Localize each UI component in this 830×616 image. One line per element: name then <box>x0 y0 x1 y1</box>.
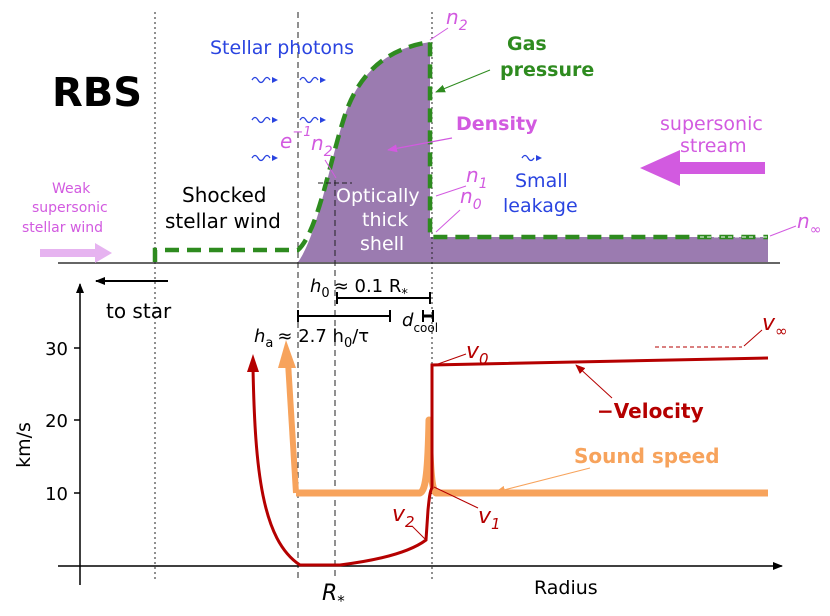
label-vinf: v∞ <box>762 311 788 340</box>
gas-pressure-curve <box>152 39 768 262</box>
label-stellar-photons: Stellar photons <box>210 37 354 59</box>
density-pointer <box>387 137 453 153</box>
label-n1: n1 <box>466 163 488 192</box>
label-e-minus-one: e−1 <box>280 125 311 153</box>
label-gas: Gas <box>507 33 547 55</box>
label-to-star: to star <box>106 299 172 323</box>
n2-top-pointer <box>429 27 449 41</box>
velocity-arrowhead <box>247 354 259 372</box>
y-tick-label-20: 20 <box>45 411 68 432</box>
label-sound-speed: Sound speed <box>574 444 720 468</box>
n0-pointer <box>435 209 461 233</box>
label-shocked: Shocked <box>182 183 266 207</box>
arrow-right-icon <box>320 77 326 83</box>
label-n-inf: n∞ <box>797 209 821 238</box>
arrow-right-icon <box>536 155 542 161</box>
label-n2-mid: n2 <box>311 131 333 160</box>
x-axis-label: Radius <box>534 577 598 599</box>
sound-speed-arrowhead <box>278 340 296 368</box>
density-shell-fill <box>155 42 768 262</box>
label-n0: n0 <box>460 184 482 213</box>
wave-icon <box>251 116 271 124</box>
arrow-right-icon <box>272 117 278 123</box>
arrow-right-icon <box>272 77 278 83</box>
label-neg-velocity: −Velocity <box>597 399 704 423</box>
photon-waves <box>251 76 535 162</box>
weak-wind-arrow-icon <box>40 243 112 263</box>
photon-arrowheads <box>272 77 542 161</box>
label-supersonic: supersonic <box>660 113 763 135</box>
v2-pointer <box>411 525 427 541</box>
neg-velocity-pointer <box>575 364 613 399</box>
label-thick: thick <box>362 209 408 231</box>
vinf-pointer <box>743 329 763 347</box>
label-small: Small <box>515 170 568 192</box>
n1-pointer <box>435 185 467 197</box>
wave-icon <box>299 76 319 84</box>
label-v2: v2 <box>392 502 415 531</box>
rstar-label: R* <box>322 581 345 610</box>
y-tick-label-30: 30 <box>45 339 68 360</box>
label-pressure: pressure <box>500 59 594 81</box>
y-axis-label: km/s <box>13 422 35 468</box>
gas-pressure-pointer <box>435 69 491 93</box>
sound-speed-rise <box>285 361 299 494</box>
label-shell: shell <box>360 233 404 255</box>
label-leakage: leakage <box>503 195 578 217</box>
wave-icon <box>251 76 271 84</box>
velocity-curve <box>251 356 769 567</box>
wave-icon <box>521 154 535 162</box>
sound-speed-pointer <box>495 467 591 494</box>
label-n2-top: n2 <box>446 5 468 34</box>
label-shocked-wind: stellar wind <box>165 209 281 233</box>
label-h0: h0≈ 0.1 R* <box>310 276 408 302</box>
label-weak-wind: stellar wind <box>22 220 103 236</box>
label-weak: Weak <box>52 181 91 197</box>
wave-icon <box>251 154 271 162</box>
v1-pointer <box>433 486 479 509</box>
label-stream: stream <box>680 135 747 157</box>
label-v0: v0 <box>466 339 489 368</box>
wave-icon <box>299 116 319 124</box>
arrow-right-icon <box>320 117 326 123</box>
label-dcool: dcool <box>402 310 438 335</box>
e-fold-pointer <box>324 159 337 179</box>
label-ha: ha≈ 2.7 h0/τ <box>254 326 369 351</box>
n-inf-pointer <box>769 225 797 237</box>
y-tick-label-10: 10 <box>45 484 68 505</box>
label-v1: v1 <box>478 504 501 533</box>
supersonic-arrow-icon <box>640 150 765 186</box>
arrow-right-icon <box>272 155 278 161</box>
label-density: Density <box>456 113 538 135</box>
sound-speed-curve <box>296 416 768 497</box>
page-title: RBS <box>52 70 142 116</box>
v0-pointer <box>437 353 467 365</box>
label-weak-supersonic: supersonic <box>32 200 108 216</box>
label-optically: Optically <box>336 185 420 207</box>
